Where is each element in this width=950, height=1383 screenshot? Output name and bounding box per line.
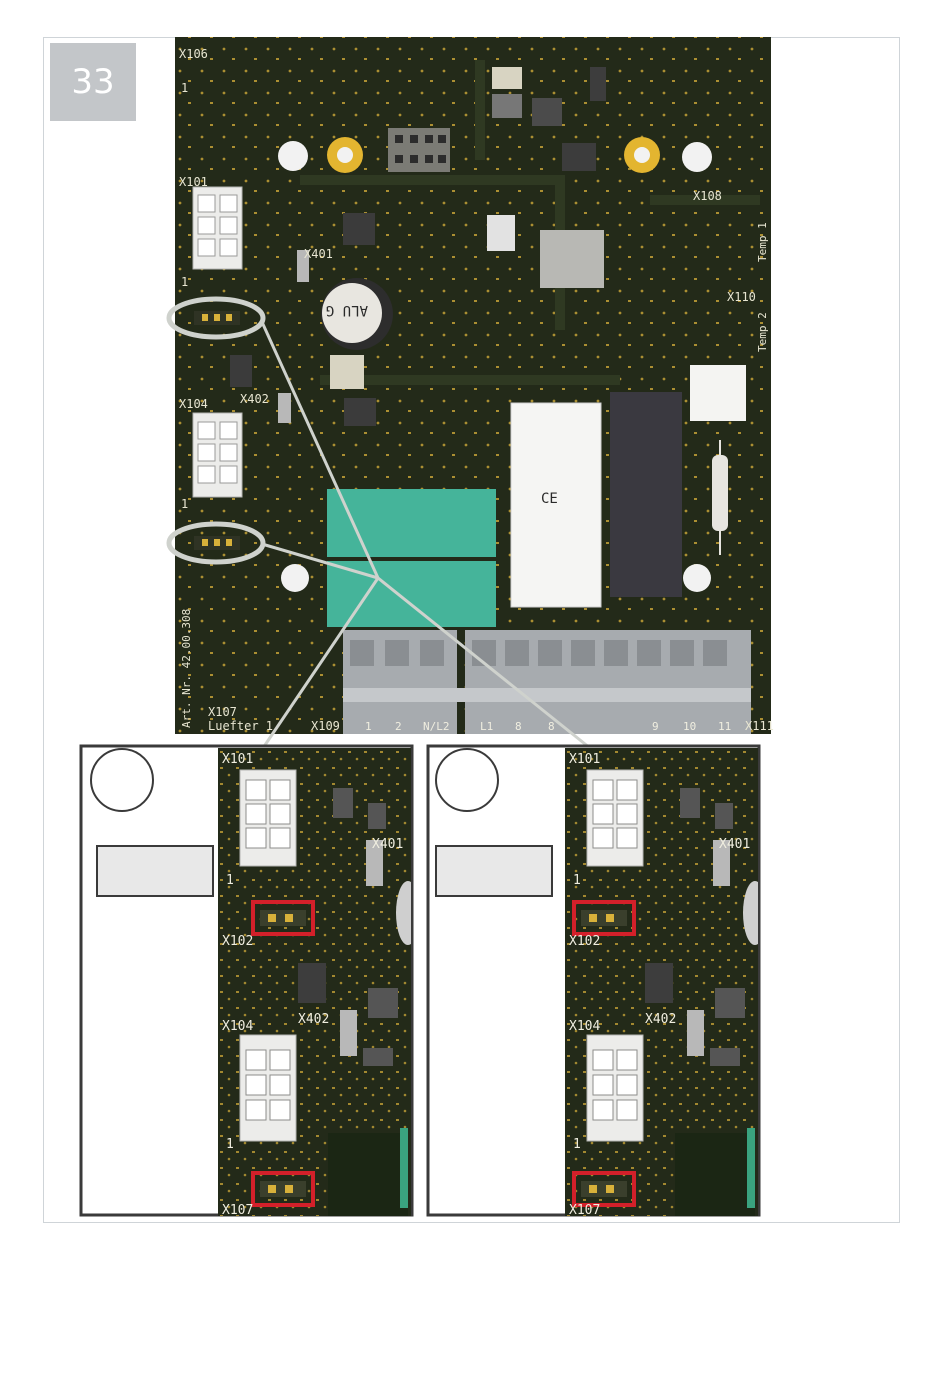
option-label-box — [97, 846, 213, 896]
inset-left-x102: X102 — [222, 934, 253, 949]
inset-left-x401: X401 — [372, 837, 403, 852]
label-art-nr: Art. Nr. 42.00.308 — [180, 609, 193, 728]
label-x109: X109 — [311, 719, 340, 733]
terminal-label: 1 — [365, 720, 372, 733]
terminal-label: 8 — [548, 720, 555, 733]
terminal-block — [343, 630, 751, 734]
inset-left-x402: X402 — [298, 1012, 329, 1027]
option-circle — [436, 749, 498, 811]
inset-right: X101 X401 1 X102 X104 X402 1 X107 — [428, 746, 767, 1218]
inset-left-pin1-b: 1 — [226, 1137, 234, 1152]
option-label-box — [436, 846, 552, 896]
inset-left: X101 X401 1 X102 X104 X402 1 X107 — [81, 746, 420, 1218]
inset-right-x401: X401 — [719, 837, 750, 852]
inset-left-pin1: 1 — [226, 873, 234, 888]
inset-right-x102: X102 — [569, 934, 600, 949]
label-luefter: Luefter 1 — [208, 719, 273, 733]
inset-left-x101: X101 — [222, 752, 253, 767]
inset-right-x107: X107 — [569, 1203, 600, 1218]
label-x402: X402 — [240, 392, 269, 406]
label-temp2: Temp 2 — [756, 312, 769, 352]
label-x111: X111 — [745, 719, 774, 733]
inset-right-pin1: 1 — [573, 873, 581, 888]
inset-left-x107: X107 — [222, 1203, 253, 1218]
inset-right-x104: X104 — [569, 1019, 600, 1034]
inset-right-pin1-b: 1 — [573, 1137, 581, 1152]
terminal-label: 9 — [652, 720, 659, 733]
relay-label: CE — [541, 491, 558, 507]
terminal-label: 11 — [718, 720, 731, 733]
label-x110: X110 — [727, 290, 756, 304]
x104-connector — [193, 413, 242, 497]
terminal-label: 10 — [683, 720, 696, 733]
inset-right-x402: X402 — [645, 1012, 676, 1027]
label-x104: X104 — [179, 397, 208, 411]
terminal-label: 8 — [515, 720, 522, 733]
option-circle — [91, 749, 153, 811]
label-x101: X101 — [179, 175, 208, 189]
label-x106: X106 — [179, 47, 208, 61]
terminal-label: L1 — [480, 720, 493, 733]
label-x401: X401 — [304, 247, 333, 261]
x101-connector — [193, 187, 242, 269]
inset-right-x101: X101 — [569, 752, 600, 767]
label-temp1: Temp 1 — [756, 222, 769, 262]
pin1-marker-1: 1 — [181, 81, 188, 95]
capacitor-label: ALU G — [326, 302, 368, 318]
terminal-label: 2 — [395, 720, 402, 733]
label-x107: X107 — [208, 705, 237, 719]
pin1-marker-2: 1 — [181, 275, 188, 289]
pin1-marker-3: 1 — [181, 497, 188, 511]
inset-left-x104: X104 — [222, 1019, 253, 1034]
main-board: ALU G CE — [169, 37, 774, 748]
terminal-label: N/L2 — [423, 720, 450, 733]
label-x108: X108 — [693, 189, 722, 203]
